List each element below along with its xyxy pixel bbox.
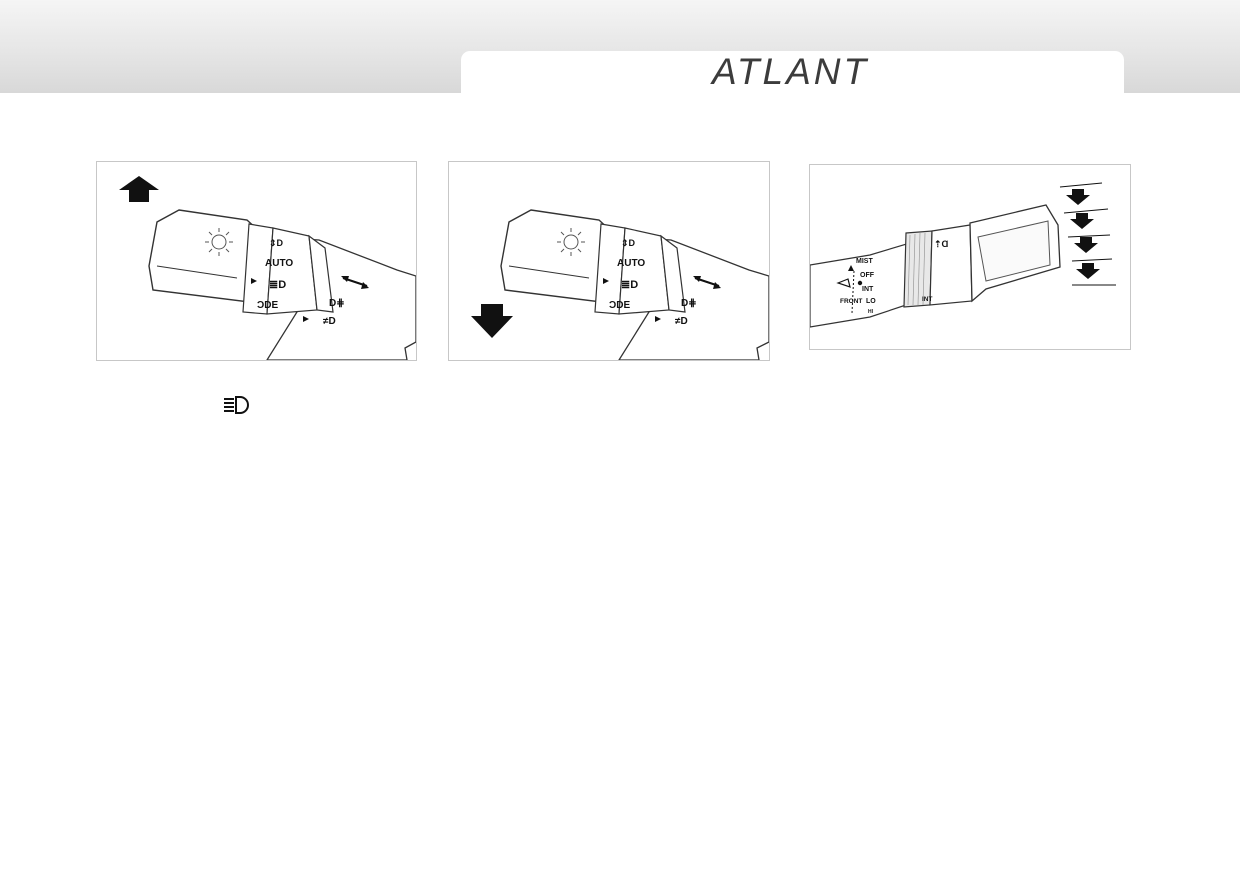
high-beam-icon: [222, 395, 252, 415]
svg-text:INT: INT: [922, 296, 933, 303]
svg-text:LO: LO: [866, 298, 876, 305]
svg-text:MIST: MIST: [856, 258, 873, 265]
svg-text:HI: HI: [868, 309, 874, 315]
arrow-down-icon: [1074, 237, 1098, 253]
svg-text:OFF: OFF: [860, 272, 875, 279]
light-sun-icon: [557, 228, 585, 256]
header-tab: [461, 51, 1124, 93]
front-fog-icon: D⋕: [681, 298, 697, 309]
svg-text:⇕D: ⇕D: [621, 238, 636, 248]
parking-light-icon: ƆDE: [257, 300, 278, 311]
arrow-down-icon: [471, 304, 513, 338]
svg-text:FRONT: FRONT: [840, 298, 862, 305]
arrow-down-icon: [1070, 213, 1094, 229]
front-fog-icon: D⋕: [329, 298, 345, 309]
rear-fog-icon: ≠D: [675, 316, 688, 327]
figure-light-switch-up: ⇕D AUTO ≣D ƆDE D⋕ ≠D: [96, 161, 417, 361]
double-arrow-icon: [693, 276, 721, 289]
washer-icon: ⇡Ɑ: [934, 239, 949, 249]
double-arrow-icon: [341, 276, 369, 289]
low-beam-icon: ≣D: [269, 279, 286, 291]
front-wiper-icon: [836, 278, 851, 288]
auto-label: AUTO: [617, 258, 645, 269]
rear-fog-icon: ≠D: [323, 316, 336, 327]
wiper-position-arrows: [1059, 182, 1116, 286]
parking-light-icon: ƆDE: [609, 300, 630, 311]
svg-text:INT: INT: [862, 286, 874, 293]
svg-text:⇕D: ⇕D: [269, 238, 284, 248]
arrow-down-icon: [1076, 263, 1100, 279]
figure-wiper-switch: MIST OFF INT LO HI FRONT INT ⇡Ɑ: [809, 164, 1131, 350]
light-sun-icon: [205, 228, 233, 256]
low-beam-icon: ≣D: [621, 279, 638, 291]
brand-logo: ATLANT: [712, 51, 870, 92]
arrow-up-icon: [119, 176, 159, 202]
arrow-down-icon: [1066, 189, 1090, 205]
figure-light-switch-down: ⇕D AUTO ≣D ƆDE D⋕ ≠D: [448, 161, 770, 361]
auto-label: AUTO: [265, 258, 293, 269]
